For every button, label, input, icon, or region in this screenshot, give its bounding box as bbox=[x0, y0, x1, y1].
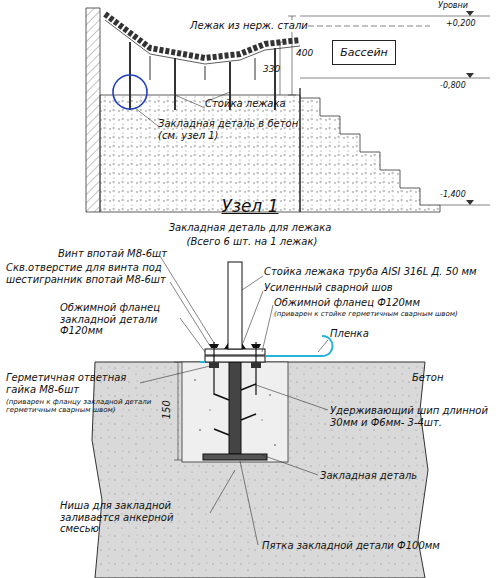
title: Узел 1 bbox=[222, 196, 279, 216]
level-mark: Уровни bbox=[438, 1, 468, 10]
level-mark: -0,800 bbox=[440, 81, 466, 90]
callout-label: Скв.отверстие для винта под шестигранник… bbox=[6, 262, 176, 285]
callout-label: Винт впотай М8-6шт bbox=[58, 248, 167, 260]
callout-label: Удерживающий шип длинной 30мм и Ф6мм- 3-… bbox=[330, 405, 490, 428]
callout-label: (Всего 6 шт. на 1 лежак) bbox=[172, 236, 332, 248]
callout-label: Стойка лежака bbox=[205, 98, 286, 110]
callout-label: Усиленный сварной шов bbox=[264, 282, 393, 294]
callout-label: Обжимной фланец Ф120мм bbox=[274, 297, 420, 309]
callout-label: Лежак из нерж. стали bbox=[190, 20, 308, 32]
level-mark: -1,400 bbox=[440, 190, 466, 199]
callout-label: Пятка закладной детали Ф100мм bbox=[262, 540, 482, 552]
node-text: Бассейн bbox=[340, 46, 388, 59]
callout-label: Закладная деталь для лежака bbox=[150, 222, 350, 234]
callout-label: Стойка лежака труба AISI 316L Д. 50 мм bbox=[264, 266, 494, 278]
callout-label: Герметичная ответная гайка М8-6шт bbox=[6, 372, 156, 395]
callout-label: Пленка bbox=[330, 328, 369, 340]
callout-label: Обжимной фланец закладной детали Ф120мм bbox=[60, 302, 185, 337]
pool-box: Бассейн bbox=[332, 40, 396, 65]
dimension: 400 bbox=[296, 48, 313, 58]
callout-label: (приварен к фланцу закладной детали герм… bbox=[6, 398, 181, 414]
callout-label: (приварен к стойке герметичным сварным ш… bbox=[274, 310, 494, 318]
dimension: 150 bbox=[161, 400, 173, 419]
dimension: 330 bbox=[263, 64, 280, 74]
callout-label: Бетон bbox=[412, 372, 444, 384]
level-mark: +0,200 bbox=[446, 19, 476, 28]
callout-label: Ниша для закладной заливается анкерной с… bbox=[60, 500, 215, 535]
callout-label: Закладная деталь в бетон (см. узел 1) bbox=[158, 118, 308, 141]
callout-label: Закладная деталь bbox=[320, 470, 417, 482]
